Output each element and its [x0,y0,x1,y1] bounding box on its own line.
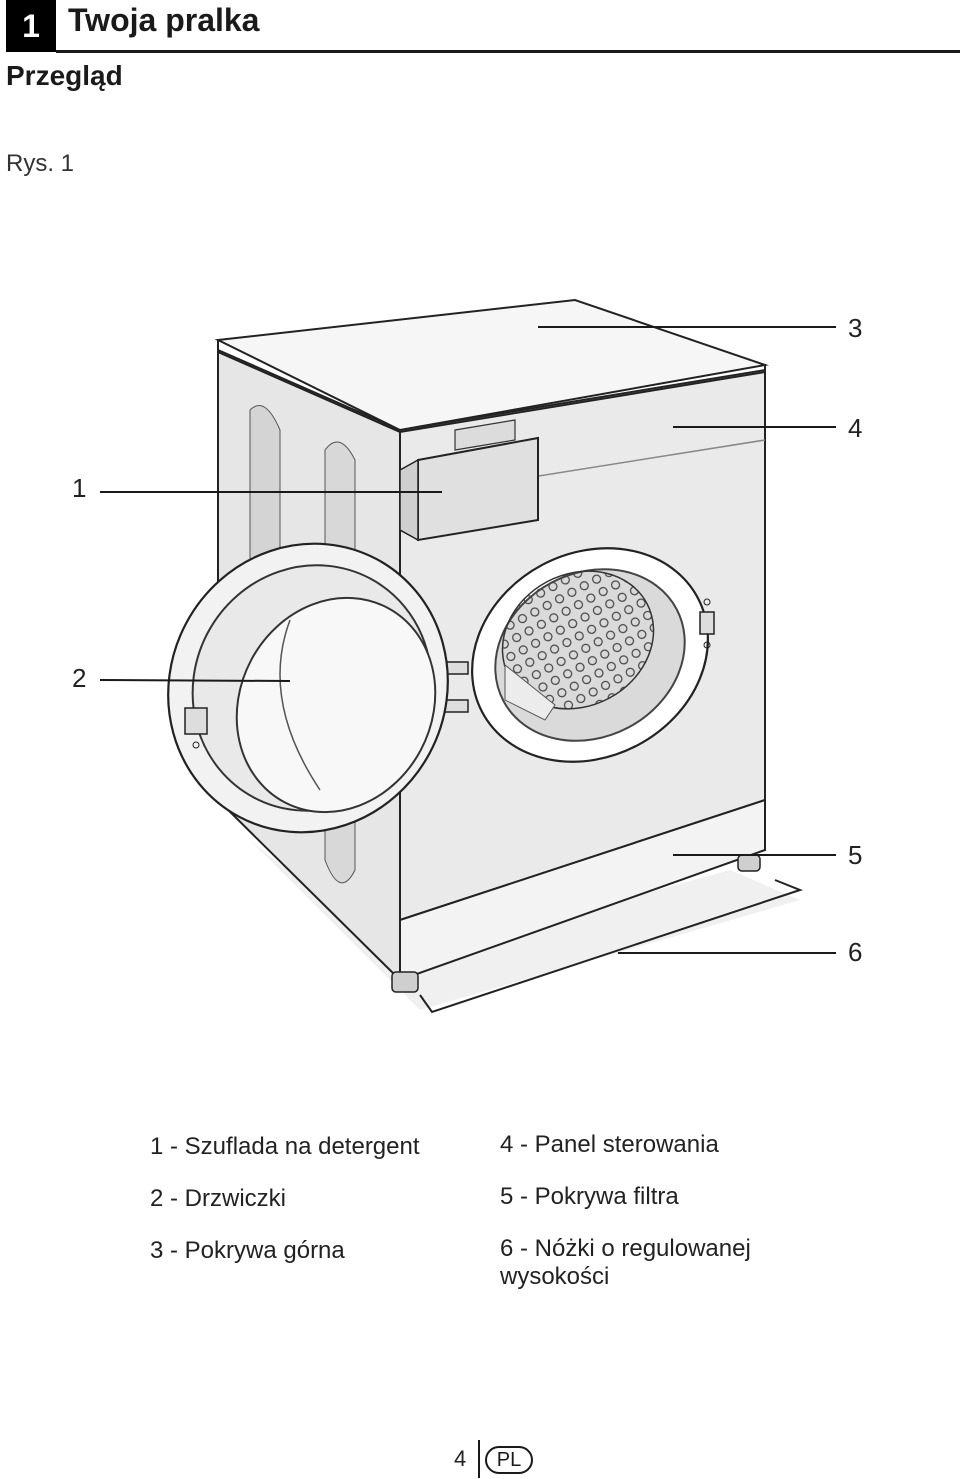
chapter-number-badge: 1 [6,0,56,52]
legend-item-filter-cover: 5 - Pokrywa filtra [500,1183,679,1210]
callout-3: 3 [848,313,863,343]
door-lock [699,611,715,635]
legend-item-door: 2 - Drzwiczki [150,1185,286,1212]
language-badge: PL [485,1446,533,1474]
legend-item-top-cover: 3 - Pokrywa górna [150,1237,345,1264]
page-number: 4 [454,1446,467,1471]
footer-divider [478,1440,480,1478]
figure-label: Rys. 1 [6,150,75,177]
callout-6: 6 [848,937,863,967]
adjustable-foot-right [737,854,761,872]
callout-4: 4 [848,413,863,443]
callout-5: 5 [848,840,863,870]
legend-item-feet-continued: wysokości [500,1263,610,1290]
chapter-title: Twoja pralka [68,2,260,38]
base-strip [399,798,766,982]
adjustable-foot-front [391,971,419,993]
header-divider [56,50,960,53]
legend-item-detergent-drawer: 1 - Szuflada na detergent [150,1133,420,1160]
legend-item-control-panel: 4 - Panel sterowania [500,1131,719,1158]
callout-1: 1 [72,473,87,503]
washing-machine-illustration [99,298,836,1014]
callout-2: 2 [72,663,87,693]
section-title: Przegląd [6,60,123,91]
legend-item-feet: 6 - Nóżki o regulowanej [500,1235,751,1262]
